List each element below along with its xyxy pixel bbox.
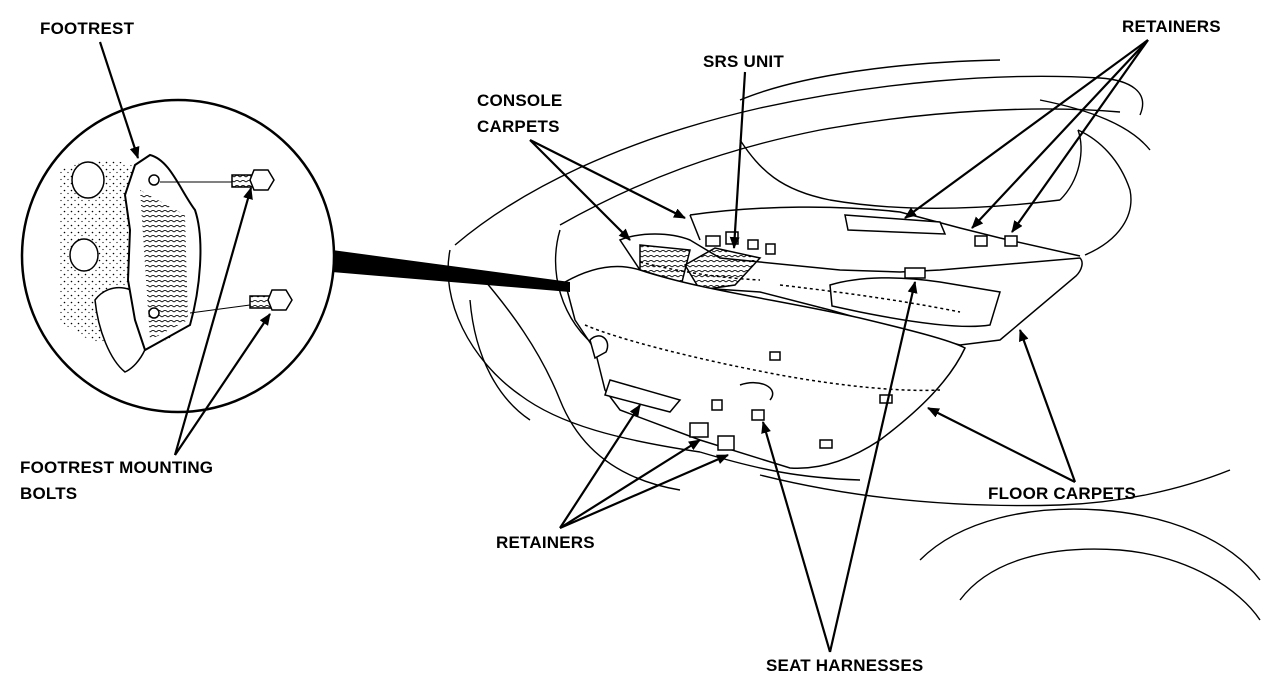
label-footrest-bolts-line2: BOLTS xyxy=(20,484,78,503)
label-floor-carpets: FLOOR CARPETS xyxy=(988,484,1137,503)
bolt-lower xyxy=(189,289,293,314)
callout-beam xyxy=(332,250,570,292)
leader-arrows xyxy=(98,39,1149,653)
floor-carpet xyxy=(564,265,966,469)
label-footrest-bolts-line1: FOOTREST MOUNTING xyxy=(20,458,214,477)
label-footrest: FOOTREST xyxy=(40,19,135,38)
label-footrest-mounting-bolts: FOOTREST MOUNTING BOLTS xyxy=(20,455,213,507)
label-seat-harnesses: SEAT HARNESSES xyxy=(766,656,924,675)
label-console-carpets-line2: CARPETS xyxy=(477,117,560,136)
bolt-upper xyxy=(160,169,275,191)
label-retainers-top: RETAINERS xyxy=(1122,17,1221,36)
label-console-carpets-line1: CONSOLE xyxy=(477,91,563,110)
label-srs-unit: SRS UNIT xyxy=(703,52,784,71)
label-console-carpets: CONSOLE CARPETS xyxy=(477,88,562,140)
footrest-detail-circle xyxy=(20,98,336,414)
label-retainers-bottom: RETAINERS xyxy=(496,533,595,552)
car-body-outline xyxy=(447,59,1261,621)
